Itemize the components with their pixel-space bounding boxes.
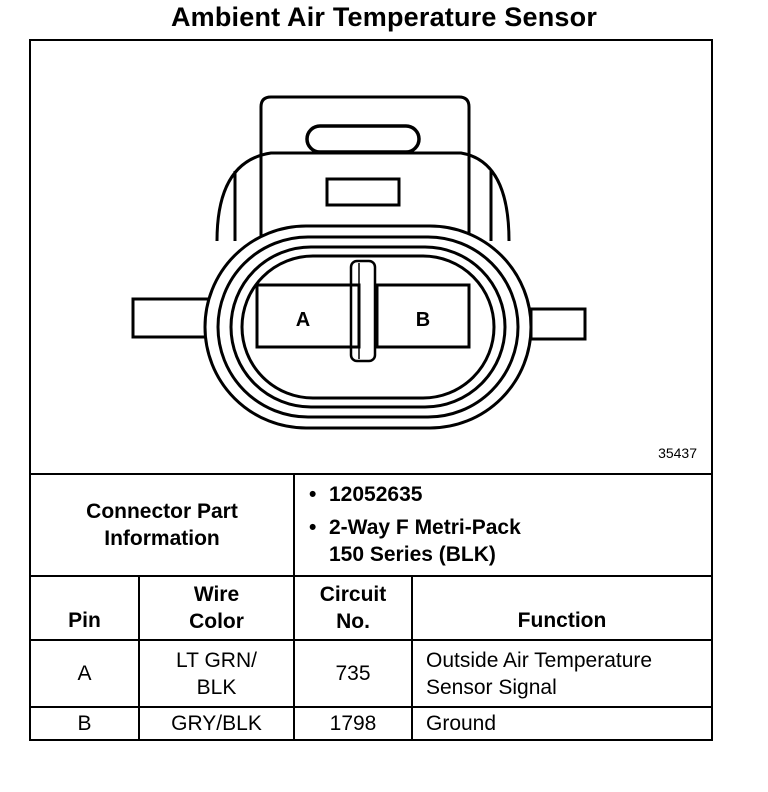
pin-a-label: A: [296, 309, 310, 331]
connector-outer-ring: [203, 224, 533, 430]
connector-info-label: Connector Part Information: [31, 475, 293, 575]
connector-ring-4: [240, 254, 496, 400]
table-row-b-pin: B: [77, 712, 92, 735]
latch-tab: [259, 95, 471, 241]
connector-ring-2: [216, 235, 520, 419]
connector-type-line1: 2-Way F Metri-Pack: [329, 516, 521, 539]
divider-info-col: [293, 473, 295, 739]
table-row-b-circuit: 1798: [329, 712, 377, 735]
list-item: • 2-Way F Metri-Pack 150 Series (BLK): [301, 514, 521, 568]
latch-center-block: [325, 177, 401, 207]
table-row-a-pin: A: [77, 662, 92, 685]
divider-header: [31, 639, 711, 641]
pin-b-label: B: [416, 309, 430, 331]
connector-ring-3: [229, 245, 507, 409]
divider-info: [31, 575, 711, 577]
connector-info-label-line2: Information: [104, 527, 220, 550]
bullet-icon: •: [309, 483, 317, 506]
figure-number: 35437: [658, 445, 697, 461]
part-number: 12052635: [329, 483, 423, 506]
table-row-b-function: Ground: [426, 712, 497, 735]
latch-slot: [305, 124, 421, 154]
table-row-a-wire: LT GRN/ BLK: [176, 648, 257, 699]
right-mount-ear: [529, 307, 587, 341]
connector-drawing: A B: [131, 95, 587, 430]
connector-info-label-line1: Connector Part: [86, 500, 238, 523]
divider-diagram: [31, 473, 711, 475]
divider-func-col: [411, 575, 413, 739]
connector-shroud: [215, 151, 511, 242]
divider-pin-col: [138, 575, 140, 739]
header-function: Function: [517, 608, 607, 632]
center-key: [349, 259, 377, 363]
table-row-a-function: Outside Air Temperature Sensor Signal: [426, 648, 653, 699]
page-title: Ambient Air Temperature Sensor: [170, 2, 598, 32]
table-row-a-circuit: 735: [335, 662, 371, 685]
table-row-b-wire: GRY/BLK: [171, 712, 262, 735]
pin-cavity-b: [375, 283, 471, 349]
connector-diagram: A B 35437: [31, 41, 711, 473]
header-wire-color: Wire Color: [189, 583, 244, 633]
connector-frame: A B 35437 Connector Part Information • 1…: [29, 39, 713, 741]
connector-info-bullets: • 12052635 • 2-Way F Metri-Pack 150 Seri…: [301, 481, 521, 574]
left-mount-ear: [131, 297, 213, 339]
header-circuit: Circuit No.: [319, 583, 387, 633]
connector-type-line2: 150 Series (BLK): [329, 543, 496, 566]
list-item: • 12052635: [301, 481, 521, 508]
bullet-icon: •: [309, 516, 317, 539]
divider-row: [31, 706, 711, 708]
header-pin: Pin: [68, 608, 101, 632]
